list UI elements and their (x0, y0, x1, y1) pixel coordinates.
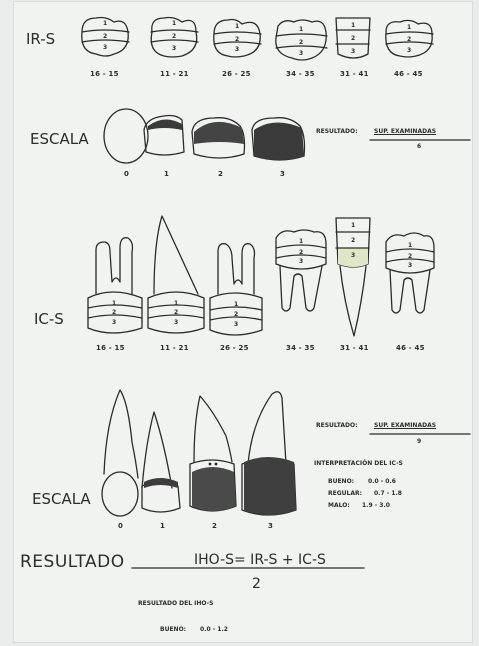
final-good-value: 0.0 - 1.2 (200, 626, 228, 633)
irs-section-number: 2 (299, 39, 303, 46)
interpretation-title: INTERPRETACIÓN DEL IC-S (314, 460, 403, 467)
escala1-tooth-1 (144, 116, 184, 156)
irs-tooth-label: 46 - 45 (394, 70, 423, 78)
ics-tooth-31-41 (336, 218, 370, 336)
ics-tooth-label: 16 - 15 (96, 344, 125, 352)
irs-title: IR-S (26, 30, 55, 48)
irs-section-number: 3 (103, 44, 107, 51)
range-name-malo: MALO: (328, 502, 350, 509)
irs-section-number: 2 (235, 36, 239, 43)
escala2-tooth-0 (102, 390, 138, 516)
irs-section-number: 1 (299, 26, 303, 33)
ics-section-number: 1 (408, 242, 412, 249)
ics-section-number: 2 (408, 253, 412, 260)
ics-tooth-label: 46 - 45 (396, 344, 425, 352)
ics-section-number: 1 (351, 222, 355, 229)
final-formula: IHO-S= IR-S + IC-S (194, 552, 326, 568)
irs-section-number: 1 (351, 22, 355, 29)
irs-tooth-label: 34 - 35 (286, 70, 315, 78)
escala2-tooth-3 (242, 392, 296, 515)
ics-section-number: 2 (299, 249, 303, 256)
ics-section-number: 2 (112, 309, 116, 316)
ics-section-number: 1 (174, 300, 178, 307)
escala1-tooth-2 (192, 118, 245, 158)
irs-section-number: 3 (235, 46, 239, 53)
irs-section-number: 3 (351, 48, 355, 55)
ics-section-number: 1 (234, 301, 238, 308)
escala1-result-label: RESULTADO: (316, 128, 358, 135)
irs-section-number: 1 (407, 24, 411, 31)
escala1-grade: 1 (164, 170, 169, 178)
escala2-grade: 0 (118, 522, 123, 530)
irs-section-number: 2 (172, 33, 176, 40)
irs-section-number: 3 (407, 47, 411, 54)
ics-section-number: 3 (408, 262, 412, 269)
final-result-title: RESULTADO DEL IHO-S (138, 600, 213, 607)
irs-section-number: 3 (299, 50, 303, 57)
final-title: RESULTADO (20, 552, 125, 572)
irs-tooth-label: 16 - 15 (90, 70, 119, 78)
irs-section-number: 2 (351, 35, 355, 42)
range-name-bueno: BUENO: (328, 478, 354, 485)
escala2-grade: 3 (268, 522, 273, 530)
final-divisor: 2 (252, 576, 261, 592)
escala1-grade: 0 (124, 170, 129, 178)
escala2-result-denominator: 9 (417, 438, 421, 445)
escala2-grade: 1 (160, 522, 165, 530)
escala1-tooth-3 (252, 118, 305, 160)
escala2-grade: 2 (212, 522, 217, 530)
ics-section-number: 3 (351, 252, 355, 259)
ics-section-number: 2 (174, 309, 178, 316)
ics-tooth-label: 31 - 41 (340, 344, 369, 352)
ics-section-number: 3 (234, 321, 238, 328)
escala2-tooth-2 (190, 396, 236, 511)
range-value-bueno: 0.0 - 0.6 (368, 478, 396, 485)
escala1-result-denominator: 6 (417, 143, 421, 150)
irs-section-number: 1 (172, 20, 176, 27)
range-value-regular: 0.7 - 1.8 (374, 490, 402, 497)
final-good-label: BUENO: (160, 626, 186, 633)
irs-section-number: 2 (407, 36, 411, 43)
escala1-grade: 3 (280, 170, 285, 178)
irs-section-number: 2 (103, 33, 107, 40)
ics-section-number: 1 (299, 238, 303, 245)
escala1-title: ESCALA (30, 130, 89, 148)
dental-diagram (14, 2, 472, 642)
irs-section-number: 1 (235, 23, 239, 30)
irs-tooth-label: 11 - 21 (160, 70, 189, 78)
range-name-regular: REGULAR: (328, 490, 362, 497)
ics-tooth-label: 26 - 25 (220, 344, 249, 352)
escala2-result-numerator: SUP. EXAMINADAS (374, 422, 436, 429)
irs-tooth-label: 31 - 41 (340, 70, 369, 78)
escala2-result-label: RESULTADO: (316, 422, 358, 429)
ics-section-number: 3 (299, 258, 303, 265)
irs-section-number: 3 (172, 45, 176, 52)
document-page: IR-S 1 2 3 1 2 3 1 2 3 1 2 3 1 2 3 1 2 3… (14, 2, 472, 642)
irs-section-number: 1 (103, 20, 107, 27)
irs-tooth-label: 26 - 25 (222, 70, 251, 78)
escala1-grade: 2 (218, 170, 223, 178)
ics-tooth-label: 34 - 35 (286, 344, 315, 352)
escala1-result-numerator: SUP. EXAMINADAS (374, 128, 436, 135)
ics-tooth-label: 11 - 21 (160, 344, 189, 352)
ics-section-number: 1 (112, 300, 116, 307)
range-value-malo: 1.9 - 3.0 (362, 502, 390, 509)
ics-section-number: 2 (351, 237, 355, 244)
escala2-tooth-1 (142, 412, 180, 512)
ics-section-number: 3 (174, 319, 178, 326)
ics-section-number: 3 (112, 319, 116, 326)
ics-section-number: 2 (234, 311, 238, 318)
escala1-tooth-0 (104, 109, 148, 163)
escala2-title: ESCALA (32, 490, 91, 508)
ics-title: IC-S (34, 310, 64, 328)
